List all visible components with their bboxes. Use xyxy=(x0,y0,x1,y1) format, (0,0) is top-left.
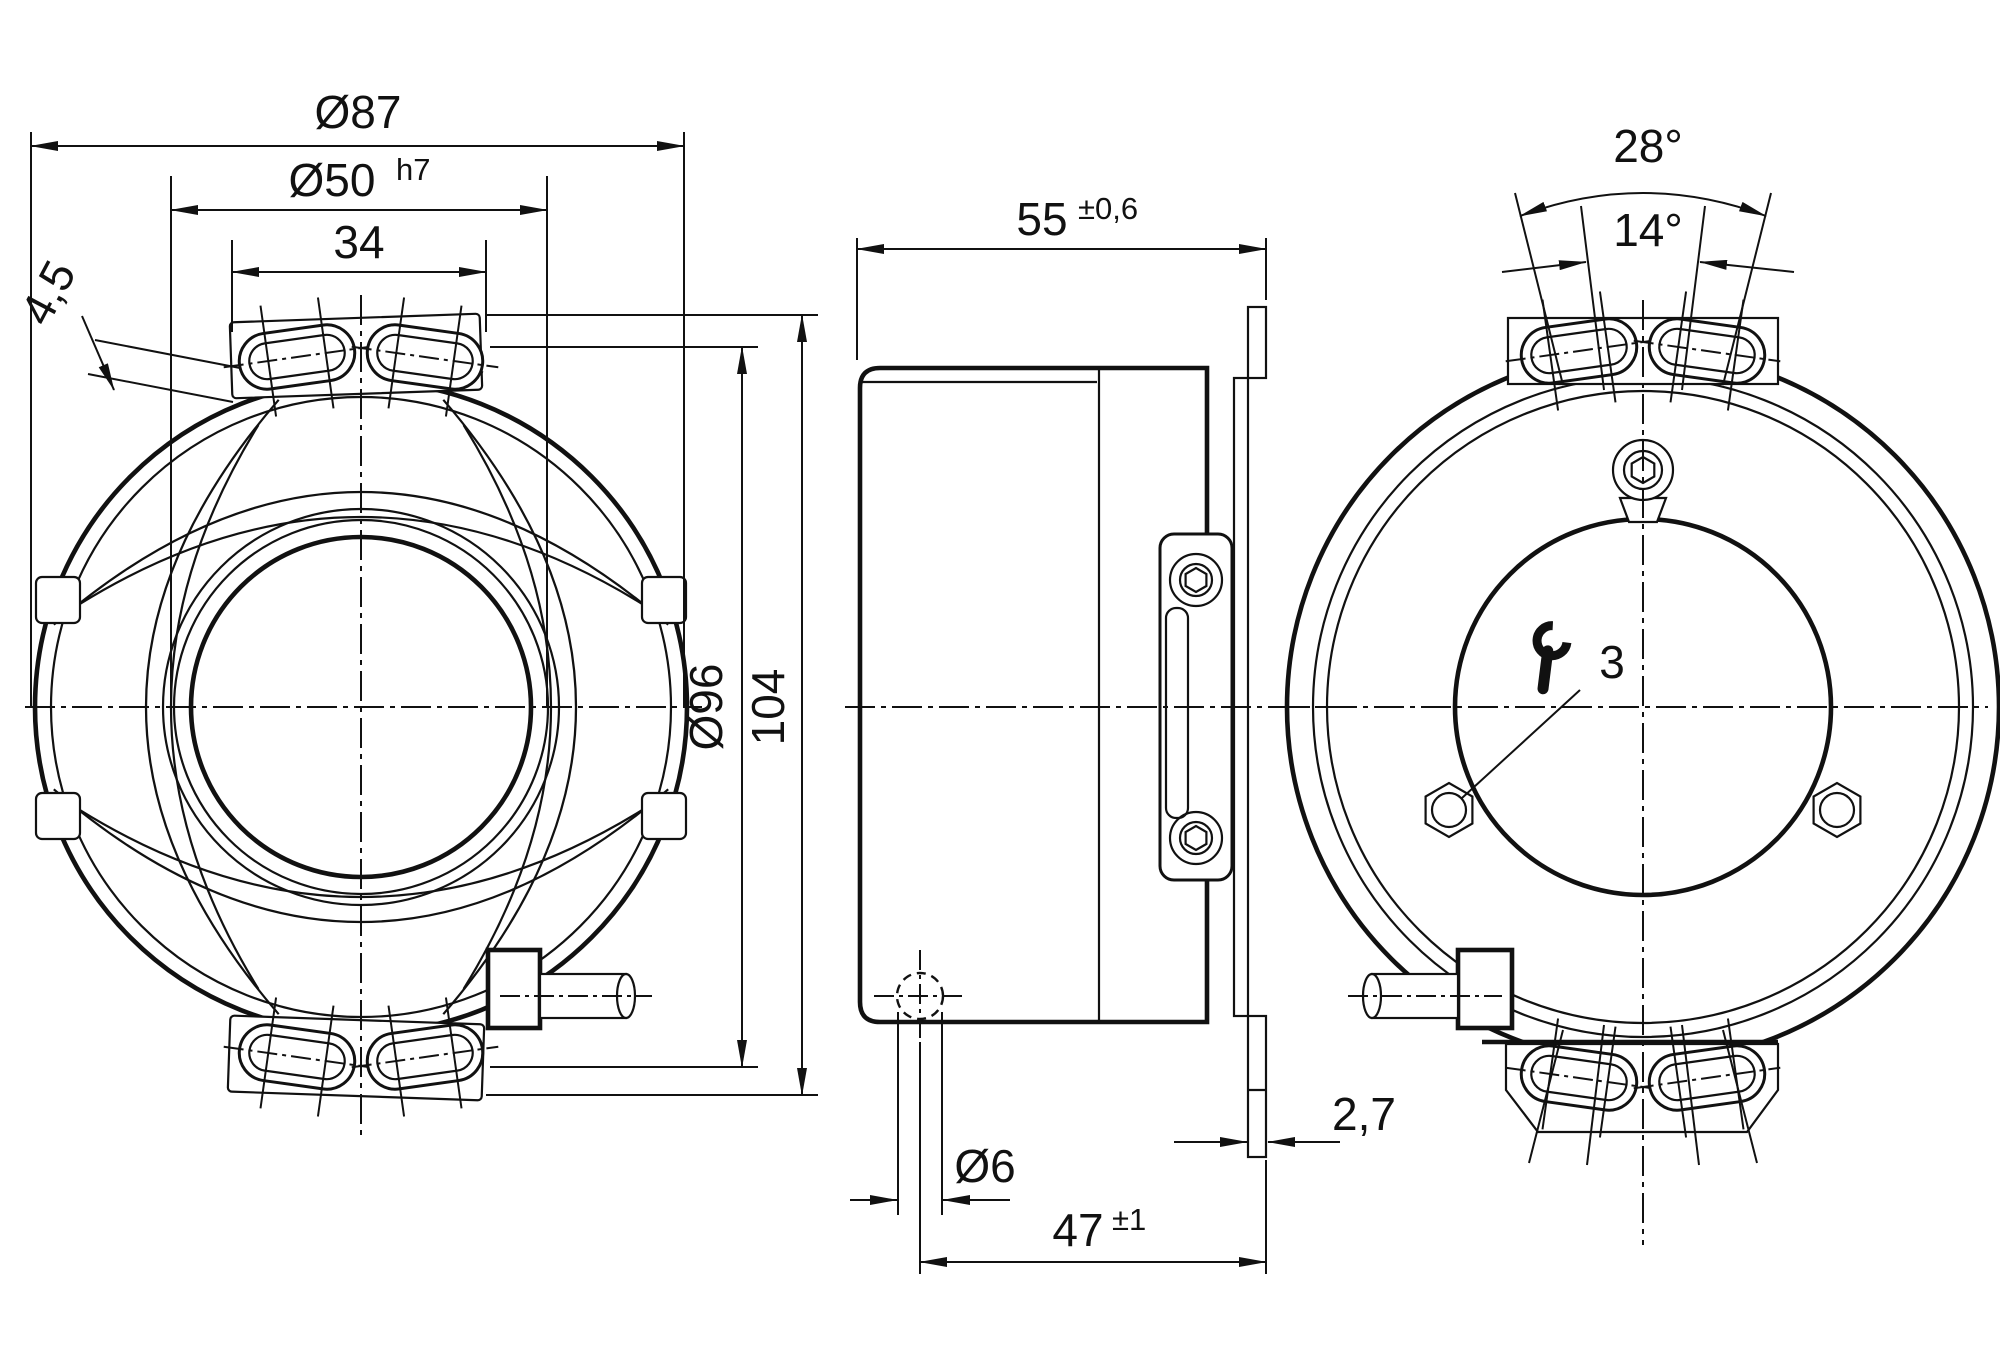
cable-hole-hidden xyxy=(874,950,966,1042)
dim-label: Ø50 xyxy=(289,154,376,206)
dim-slot-width: 4,5 xyxy=(10,252,241,403)
rear-dimensions: 28° 14° xyxy=(1501,120,1795,1166)
front-view xyxy=(25,289,702,1135)
dim-slot-spacing: 34 xyxy=(231,216,487,332)
dim-cable-hole: Ø6 xyxy=(850,1012,1016,1215)
wrench-icon xyxy=(1532,621,1572,695)
side-housing xyxy=(857,365,1210,1025)
dim-tolerance: h7 xyxy=(396,152,430,187)
shaft-clamp-screw xyxy=(1611,438,1675,524)
wrench-leader xyxy=(1461,689,1581,799)
dim-hole-distance: 47 ±1 xyxy=(919,1042,1267,1274)
dim-label: Ø87 xyxy=(315,86,402,138)
side-view xyxy=(845,305,1332,1159)
dim-spring-diameter: Ø96 xyxy=(490,346,758,1068)
dim-angle-inner: 14° xyxy=(1501,204,1795,273)
dim-label: 14° xyxy=(1613,204,1683,256)
torque-support-plate xyxy=(1232,305,1268,1159)
hex-screw-icon xyxy=(1424,781,1474,839)
hex-screw-icon xyxy=(1812,781,1862,839)
front-dimensions: Ø87 Ø50 h7 34 4,5 Ø96 xyxy=(10,86,818,1096)
dim-label: 2,7 xyxy=(1332,1088,1396,1140)
dim-outer-diameter: Ø87 xyxy=(30,86,685,707)
dim-label: 104 xyxy=(742,669,794,746)
dim-plate-thickness: 2,7 xyxy=(1174,1088,1396,1147)
dim-tolerance: ±1 xyxy=(1112,1202,1146,1237)
dim-label: 47 xyxy=(1052,1204,1103,1256)
dim-label: 55 xyxy=(1016,193,1067,245)
dim-label: 34 xyxy=(333,216,384,268)
dim-label: Ø6 xyxy=(954,1140,1015,1192)
dim-label: 4,5 xyxy=(10,252,86,333)
cable-gland xyxy=(485,947,652,1031)
rear-view: 3 xyxy=(1280,283,2000,1245)
cable-gland xyxy=(1348,947,1515,1031)
dim-pilot-diameter: Ø50 h7 xyxy=(170,152,548,707)
dim-angle-outer: 28° xyxy=(1519,120,1767,217)
side-dimensions: 55 ±0,6 Ø6 47 ±1 2,7 xyxy=(850,191,1396,1274)
clamping-notches xyxy=(34,575,688,841)
dim-label: Ø96 xyxy=(680,664,732,751)
dim-overall-height: 104 xyxy=(486,314,818,1096)
dim-label: 28° xyxy=(1613,120,1683,172)
wrench-size-label: 3 xyxy=(1599,636,1625,688)
dim-depth: 55 ±0,6 xyxy=(856,191,1267,360)
dim-tolerance: ±0,6 xyxy=(1078,191,1138,226)
